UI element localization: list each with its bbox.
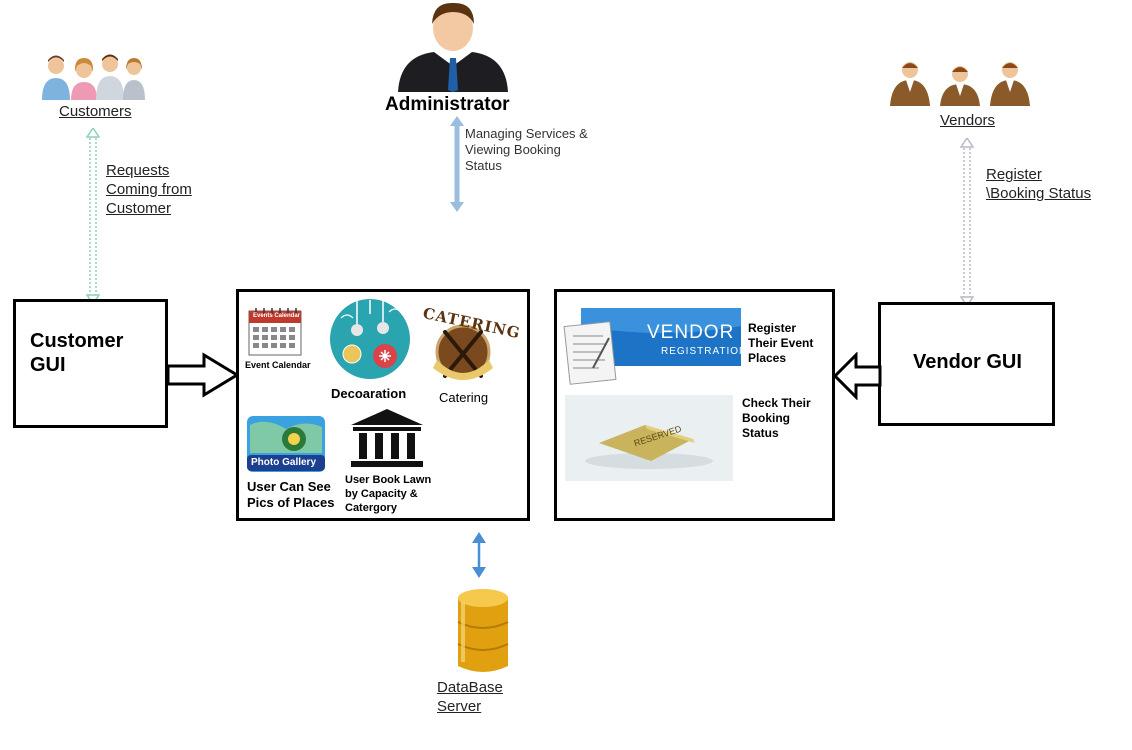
event-calendar-icon: Events Calendar	[248, 306, 304, 358]
register-event-places-label: Register Their Event Places	[748, 321, 814, 365]
administrator-person-icon	[396, 2, 510, 92]
reserved-sign-icon: RESERVED	[565, 395, 733, 481]
vendor-register-arrow	[960, 138, 974, 306]
customer-gui-box: Customer GUI	[13, 299, 168, 428]
photo-gallery-label: User Can See Pics of Places	[247, 479, 335, 510]
customer-gui-title: Customer GUI	[30, 330, 124, 376]
catering-label: Catering	[439, 390, 489, 405]
vendor-banner-subtitle: REGISTRATION	[661, 346, 748, 357]
customer-request-arrow	[86, 128, 100, 304]
lawn-building-icon	[347, 407, 427, 469]
database-cylinder-icon	[455, 588, 511, 676]
customers-group-icon	[36, 52, 146, 102]
customer-to-panel-arrow	[166, 352, 240, 398]
vendor-to-panel-arrow	[832, 352, 882, 400]
photo-gallery-badge: Photo Gallery	[251, 457, 317, 468]
customers-label: Customers	[59, 103, 132, 120]
event-calendar-banner: Events Calendar	[253, 313, 301, 319]
vendor-gui-box: Vendor GUI	[878, 302, 1055, 426]
vendor-services-panel: VENDOR REGISTRATION Register Their Event…	[554, 289, 835, 521]
decoration-ornaments-icon	[329, 298, 411, 380]
admin-management-label: Managing Services & Viewing Booking Stat…	[465, 126, 588, 173]
customer-request-label: Requests Coming from Customer	[106, 162, 192, 217]
database-server-label: DataBase Server	[437, 679, 503, 715]
customer-services-panel: Events Calendar Event Calendar Decoarati…	[236, 289, 530, 521]
check-booking-status-label: Check Their Booking Status	[742, 396, 811, 440]
administrator-label: Administrator	[385, 94, 510, 115]
vendors-group-icon	[888, 58, 1032, 106]
vendor-registration-banner-icon: VENDOR REGISTRATION	[563, 306, 746, 386]
panel-to-database-arrow	[470, 532, 488, 578]
vendor-register-label: Register \Booking Status	[986, 166, 1092, 202]
photo-gallery-icon: Photo Gallery	[246, 415, 326, 473]
decoration-label: Decoaration	[331, 386, 407, 401]
vendors-label: Vendors	[940, 112, 996, 129]
vendor-gui-title: Vendor GUI	[913, 351, 1022, 373]
lawn-booking-label: User Book Lawn by Capacity & Catergory	[345, 474, 432, 514]
event-calendar-label: Event Calendar	[245, 360, 311, 370]
catering-logo-icon: CATERING	[421, 302, 522, 386]
vendor-banner-title: VENDOR	[647, 322, 735, 343]
admin-management-arrow	[449, 116, 465, 212]
